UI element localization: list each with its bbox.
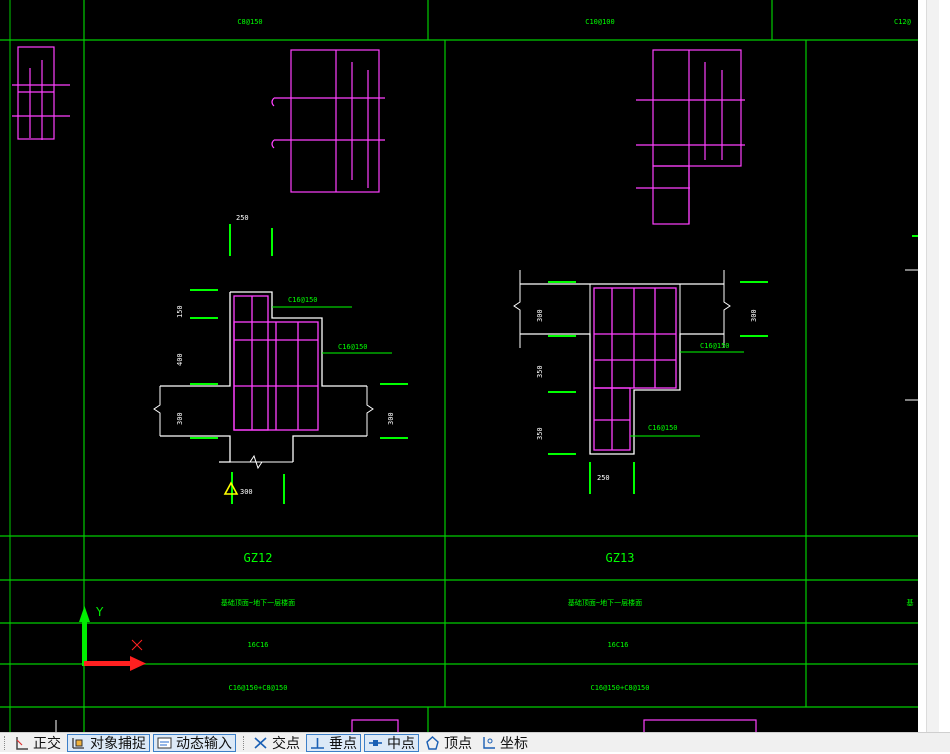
intersection-icon [253,736,268,750]
ucs-icon [79,606,146,671]
drawing-canvas[interactable]: C8@150 C10@100 C12@ [0,0,918,732]
gz12-dim-bottom-300: 300 [240,488,253,496]
range-partial: 基 [907,598,914,607]
gz12-leader-2: C16@150 [338,343,368,351]
snap-coordinate[interactable]: 坐标 [478,734,531,752]
ucs-y-label: Y [95,605,104,619]
dyn-input-icon [157,736,172,750]
gz12-range: 基础顶面~地下一层楼面 [221,598,295,607]
toolbar-grip-2[interactable] [243,735,246,750]
gz12-dim-left-300: 300 [176,412,184,425]
coordinate-label: 坐标 [500,735,528,752]
gz12-dim-250: 250 [236,214,249,222]
snap-marker [223,481,239,495]
ortho-icon [14,736,29,750]
toolbar-grip[interactable] [4,735,7,750]
gz13-rebar-sketch [636,49,745,225]
gz13-leader-1: C16@150 [700,342,730,350]
gz12-rebar-sketch [271,49,385,193]
gz13-section [513,270,768,494]
snap-midpoint[interactable]: 中点 [364,733,419,752]
gz12-leader-1: C16@150 [288,296,318,304]
snap-intersection[interactable]: 交点 [250,734,303,752]
snap-perpendicular[interactable]: 垂点 [306,733,361,752]
gz12-stirrups: C16@150+C8@150 [228,684,287,692]
gz12-bars: 16C16 [247,641,268,649]
gz13-title: GZ13 [606,551,635,565]
ortho-label: 正交 [33,735,61,752]
gz12-title: GZ12 [244,551,273,565]
gz13-dim-right-300: 300 [750,309,758,322]
midpoint-label: 中点 [387,735,415,752]
table-grid [0,0,918,732]
dyn-input-toggle[interactable]: 动态输入 [153,733,236,752]
gz13-dim-350-a: 350 [536,365,544,378]
status-bar: 正交 对象捕捉 动态输入 交点 垂点 [0,732,950,752]
perpendicular-icon [310,736,325,750]
col-header-2: C10@100 [585,18,615,26]
gz13-leader-2: C16@150 [648,424,678,432]
gz12-dim-150: 150 [176,305,184,318]
drawing-svg: C8@150 C10@100 C12@ [0,0,918,732]
vertex-label: 顶点 [444,735,472,752]
gz12-section [153,224,408,504]
coordinate-icon [481,736,496,750]
partial-detail-left [12,46,70,140]
partial-detail-right [905,269,918,401]
vertical-scrollbar[interactable] [926,0,939,732]
snap-vertex[interactable]: 顶点 [422,734,475,752]
gz13-dim-350-b: 350 [536,427,544,440]
intersection-label: 交点 [272,735,300,752]
gz12-dim-right-300: 300 [387,412,395,425]
osnap-label: 对象捕捉 [90,735,146,752]
midpoint-icon [368,736,383,750]
gz13-dim-left-300: 300 [536,309,544,322]
dyn-input-label: 动态输入 [176,735,232,752]
ortho-toggle[interactable]: 正交 [11,734,64,752]
perpendicular-label: 垂点 [329,735,357,752]
gz13-stirrups: C16@150+C8@150 [590,684,649,692]
col-header-3: C12@ [894,18,912,26]
vertex-icon [425,735,440,750]
gz13-range: 基础顶面~地下一层楼面 [568,598,642,607]
osnap-icon [71,736,86,750]
gz13-bars: 16C16 [607,641,628,649]
col-header-1: C8@150 [237,18,262,26]
osnap-toggle[interactable]: 对象捕捉 [67,733,150,752]
gz12-dim-400: 400 [176,353,184,366]
gz13-dim-250: 250 [597,474,610,482]
